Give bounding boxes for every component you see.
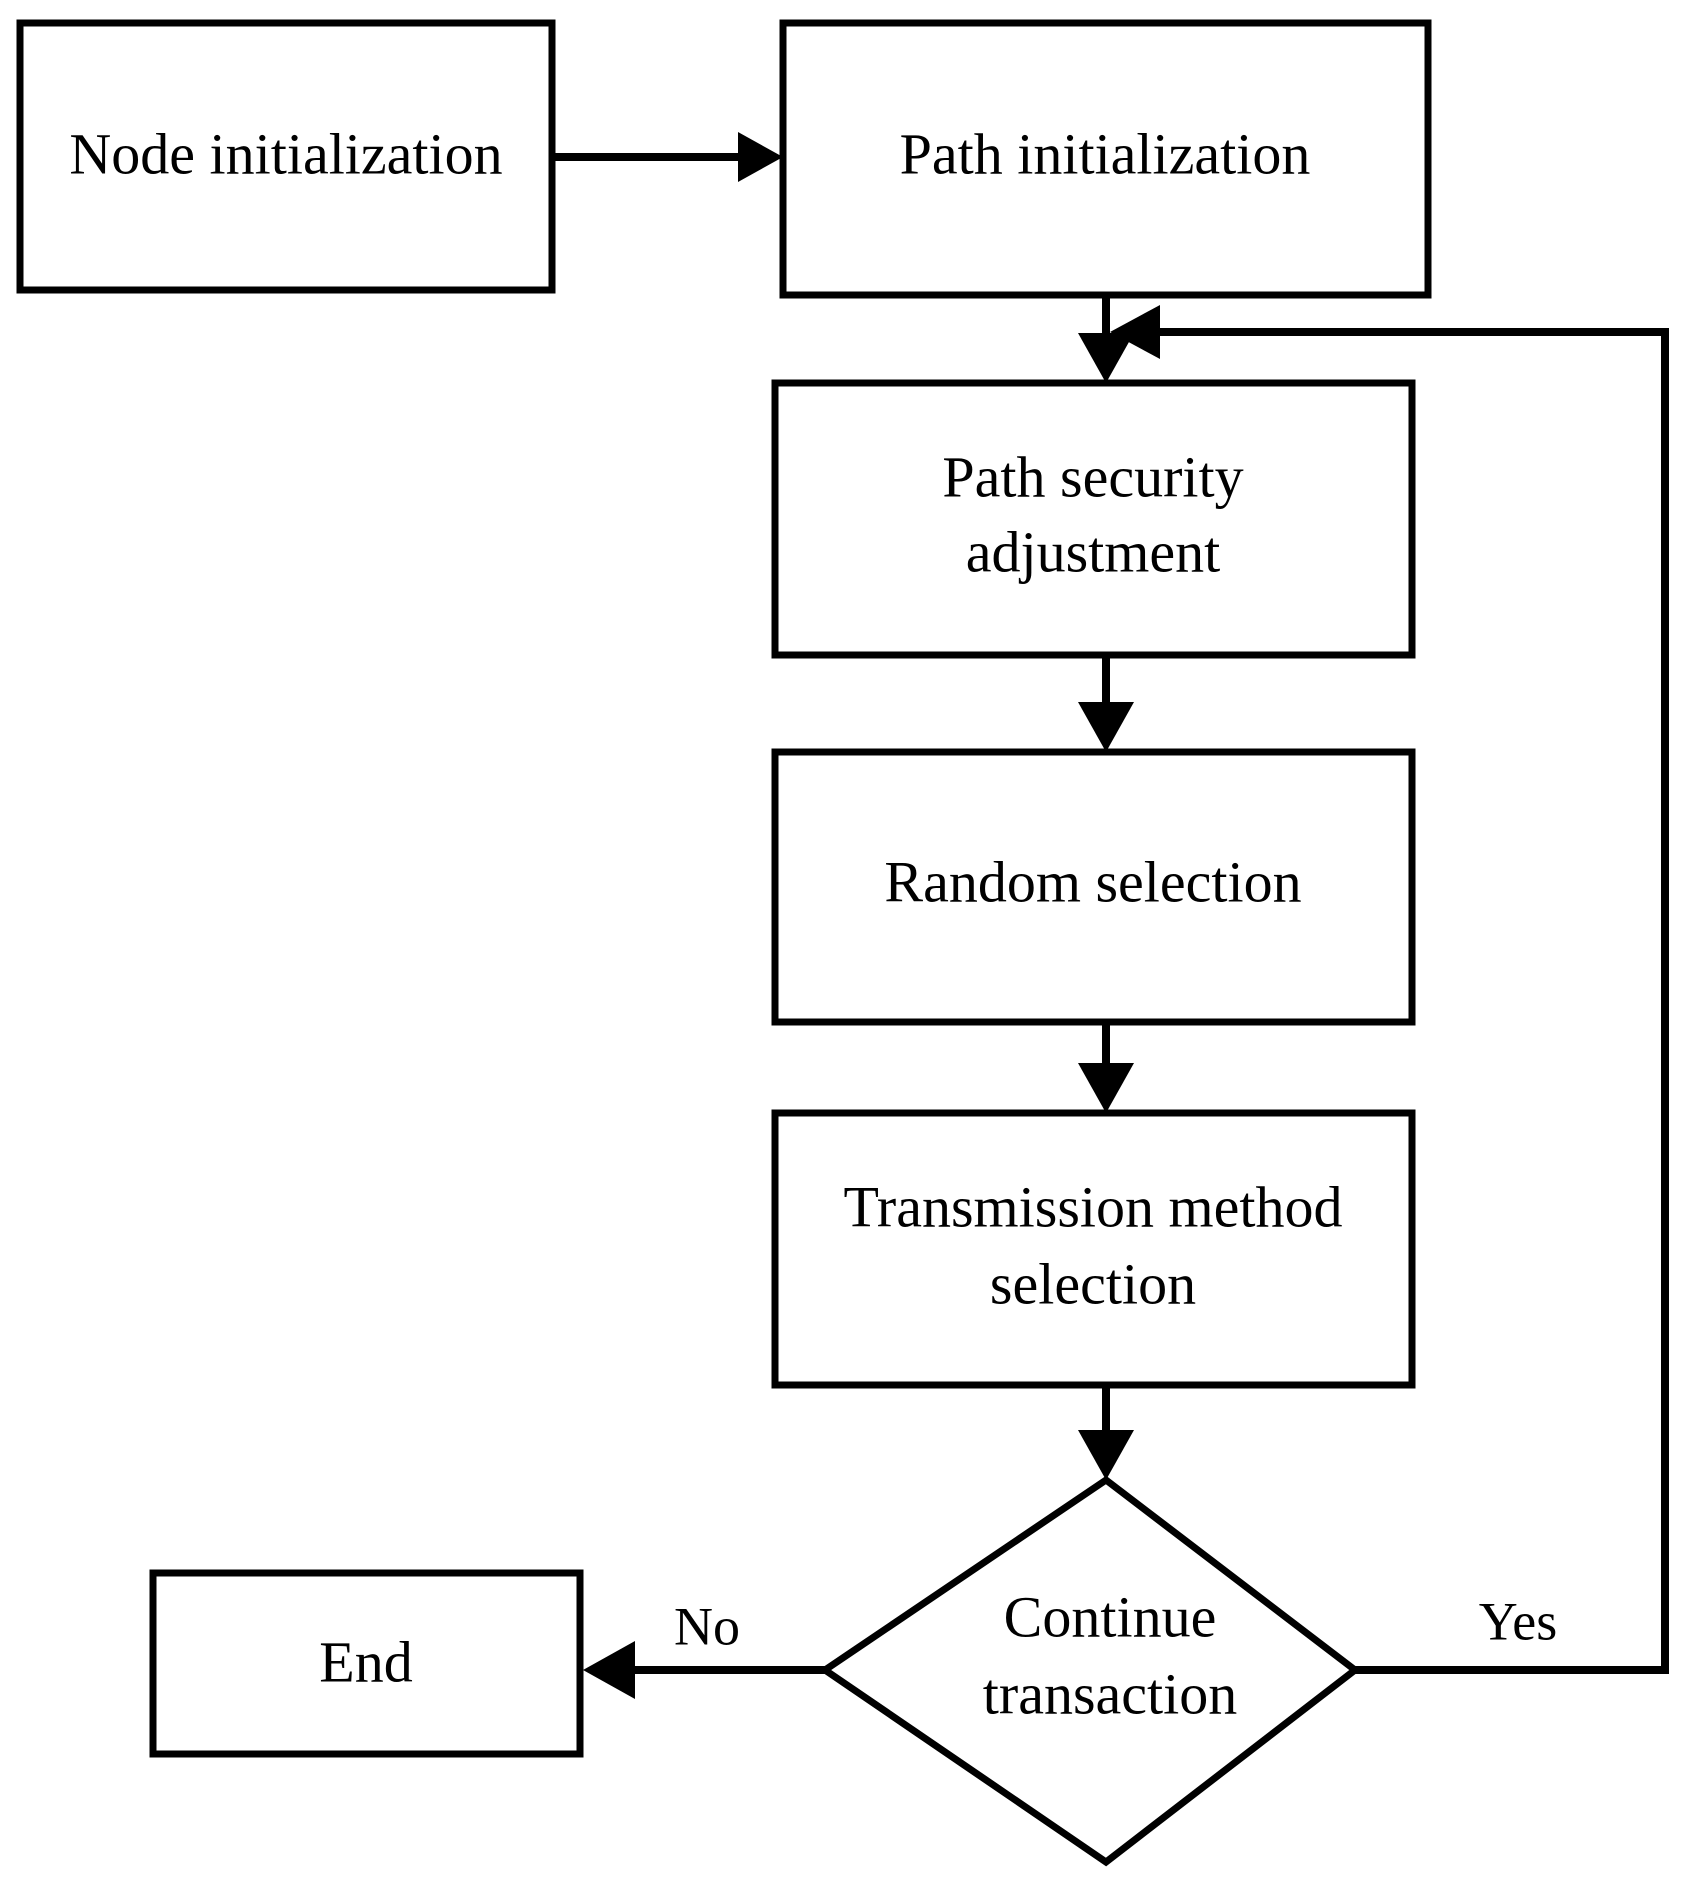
edge-path-init-to-path-security — [1078, 295, 1134, 383]
node-label-end: End — [319, 1629, 412, 1694]
edge-label-yes: Yes — [1479, 1591, 1558, 1651]
node-label-path-security-adjustment-line1: Path security — [942, 444, 1243, 509]
node-label-path-initialization: Path initialization — [900, 121, 1311, 186]
node-label-transmission-method-selection-line2: selection — [990, 1251, 1196, 1316]
edge-decision-yes-loopback — [1110, 305, 1669, 1674]
edge-random-selection-to-transmission — [1078, 1022, 1134, 1113]
node-random-selection[interactable]: Random selection — [771, 748, 1416, 1026]
node-transmission-method-selection[interactable]: Transmission method selection — [771, 1109, 1416, 1389]
node-end[interactable]: End — [149, 1569, 584, 1758]
edge-decision-no-to-end — [583, 1641, 825, 1699]
node-decision-continue-transaction[interactable]: Continue transaction — [818, 1475, 1361, 1867]
node-label-path-security-adjustment-line2: adjustment — [966, 519, 1221, 584]
node-path-security-adjustment[interactable]: Path security adjustment — [771, 379, 1416, 659]
node-label-random-selection: Random selection — [884, 849, 1301, 914]
edge-path-security-to-random-selection — [1078, 655, 1134, 752]
edge-node-init-to-path-init — [552, 132, 783, 182]
node-label-node-initialization: Node initialization — [69, 121, 502, 186]
node-node-initialization[interactable]: Node initialization — [16, 19, 556, 294]
edge-label-no: No — [674, 1596, 740, 1656]
edge-transmission-to-decision — [1078, 1385, 1134, 1480]
node-label-decision-line1: Continue — [1004, 1584, 1217, 1649]
node-label-decision-line2: transaction — [983, 1661, 1237, 1726]
node-path-initialization[interactable]: Path initialization — [779, 19, 1432, 299]
node-label-transmission-method-selection-line1: Transmission method — [844, 1174, 1343, 1239]
